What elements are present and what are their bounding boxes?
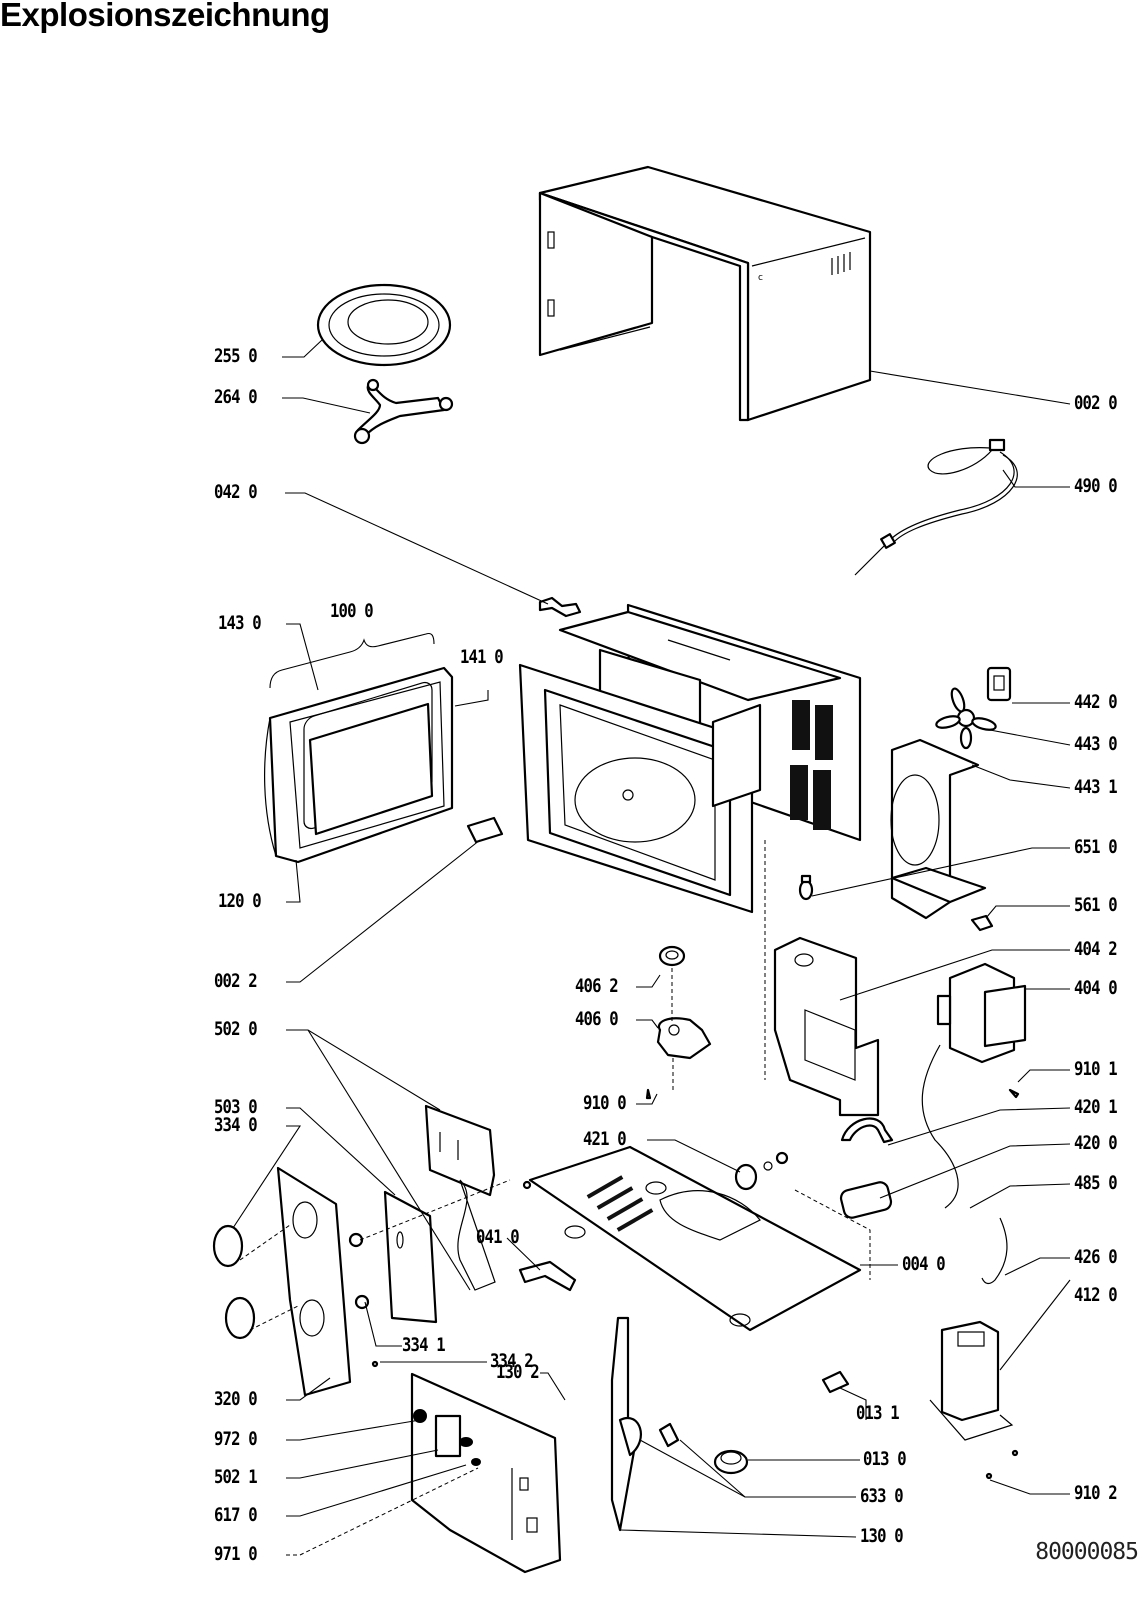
label-004-0: 004 0 [902,1253,946,1275]
label-255-0: 255 0 [214,345,258,367]
label-910-1: 910 1 [1074,1058,1118,1080]
label-420-0: 420 0 [1074,1132,1118,1154]
timer [383,1190,438,1324]
document-number: 80000085 [1035,1539,1139,1565]
knobs [212,1224,256,1340]
turntable-motor [656,1017,712,1060]
fan-duct [890,738,987,920]
label-442-0: 442 0 [1074,691,1118,713]
latch-bracket [610,1316,680,1532]
label-412-0: 412 0 [1074,1284,1118,1306]
mica-cover [466,816,504,844]
transformer [929,1320,1014,1441]
label-972-0: 972 0 [214,1428,258,1450]
label-130-2: 130 2 [496,1361,540,1383]
hinge [518,1260,577,1292]
label-042-0: 042 0 [214,481,258,503]
label-502-0: 502 0 [214,1018,258,1040]
label-406-2: 406 2 [575,975,619,997]
label-971-0: 971 0 [214,1543,258,1565]
power-cord [854,438,1018,576]
thermal-switch [970,914,994,932]
diode [734,1151,789,1191]
base-plate [528,1145,862,1332]
control-panel-pcb [424,1104,496,1197]
label-420-1: 420 1 [1074,1096,1118,1118]
oven-cavity [518,603,862,914]
leader-lines [232,339,1071,1556]
screws [371,1088,1020,1480]
label-334-0: 334 0 [214,1114,258,1136]
foot-013-0 [713,1449,749,1475]
wire-harness [981,1217,1008,1285]
control-panel-front [276,1166,352,1397]
main-pcb [410,1372,562,1574]
label-651-0: 651 0 [1074,836,1118,858]
label-443-0: 443 0 [1074,733,1118,755]
bracket-clip [538,596,582,618]
label-143-0: 143 0 [218,612,262,634]
label-013-0: 013 0 [863,1448,907,1470]
turntable-glass-plate [316,283,452,367]
outer-casing: c [538,165,872,422]
label-633-0: 633 0 [860,1485,904,1507]
label-490-0: 490 0 [1074,475,1118,497]
door-assembly [264,632,454,864]
label-404-0: 404 0 [1074,977,1118,999]
capacitor [839,1181,893,1219]
lamp [798,874,814,901]
label-443-1: 443 1 [1074,776,1118,798]
label-320-0: 320 0 [214,1388,258,1410]
label-002-2: 002 2 [214,970,258,992]
magnetron-duct [773,936,880,1117]
magnetron [936,962,1027,1064]
label-404-2: 404 2 [1074,938,1118,960]
wire [921,1044,959,1209]
coupler [658,945,686,967]
knob-shafts [348,1232,370,1310]
label-426-0: 426 0 [1074,1246,1118,1268]
fan-blade [935,687,997,750]
foot-013-1 [821,1370,850,1394]
label-041-0: 041 0 [476,1226,520,1248]
label-406-0: 406 0 [575,1008,619,1030]
fan-motor [986,666,1012,702]
label-617-0: 617 0 [214,1504,258,1526]
turntable-roller-support [353,378,454,445]
label-910-2: 910 2 [1074,1482,1118,1504]
label-002-0: 002 0 [1074,392,1118,414]
label-100-0: 100 0 [330,600,374,622]
capacitor-clamp [840,1117,894,1144]
label-910-0: 910 0 [583,1092,627,1114]
label-502-1: 502 1 [214,1466,258,1488]
label-334-1: 334 1 [402,1334,446,1356]
label-334-2: 334 2 [490,1350,534,1372]
svg-text:c: c [758,273,763,283]
label-130-0: 130 0 [860,1525,904,1547]
vent-grille [790,700,833,830]
label-561-0: 561 0 [1074,894,1118,916]
label-013-1: 013 1 [856,1402,900,1424]
label-264-0: 264 0 [214,386,258,408]
label-120-0: 120 0 [218,890,262,912]
page-title: Explosionszeichnung [0,0,330,33]
label-503-0: 503 0 [214,1096,258,1118]
label-141-0: 141 0 [460,646,504,668]
label-485-0: 485 0 [1074,1172,1118,1194]
label-421-0: 421 0 [583,1128,627,1150]
